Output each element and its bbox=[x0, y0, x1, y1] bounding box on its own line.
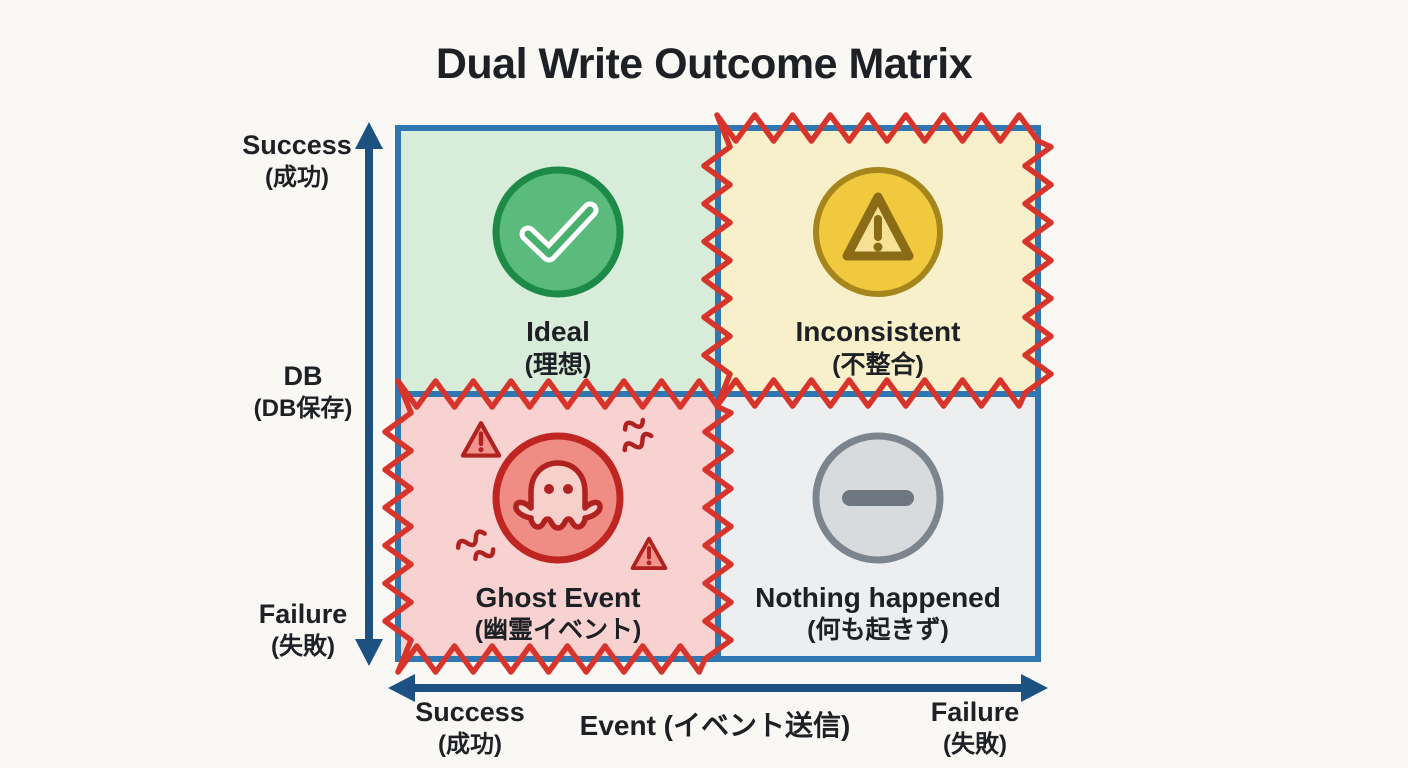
quadrant-inconsistent-label-jp: (不整合) bbox=[832, 350, 924, 379]
outcome-matrix: Ideal (理想) Inconsistent (不整合) bbox=[395, 125, 1041, 662]
small-warning-icon bbox=[630, 536, 668, 570]
x-axis-title: Event (イベント送信) bbox=[579, 710, 851, 741]
quadrant-nothing-happened-label: Nothing happened bbox=[755, 581, 1001, 613]
x-axis-left-label-en: Success bbox=[415, 697, 525, 727]
quadrant-inconsistent: Inconsistent (不整合) bbox=[718, 131, 1035, 394]
diagram-title: Dual Write Outcome Matrix bbox=[435, 40, 973, 88]
y-axis-bottom-label-jp: (失敗) bbox=[271, 632, 335, 660]
y-axis-top-label-jp: (成功) bbox=[265, 163, 329, 191]
warning-circle-icon bbox=[813, 167, 943, 297]
check-circle-icon bbox=[492, 166, 624, 298]
small-warning-icon bbox=[460, 420, 502, 458]
y-axis-title-jp: (DB保存) bbox=[253, 394, 353, 422]
quadrant-ideal-label: Ideal bbox=[526, 316, 590, 347]
x-axis-left-label: Success (成功) bbox=[390, 696, 550, 760]
x-axis-right-label-jp: (失敗) bbox=[943, 730, 1007, 758]
y-axis-title-en: DB bbox=[283, 361, 323, 391]
quadrant-ghost-event: Ghost Event (幽霊イベント) bbox=[401, 393, 718, 656]
x-axis-right-label: Failure (失敗) bbox=[895, 696, 1055, 760]
quadrant-nothing-happened: Nothing happened (何も起きず) bbox=[718, 393, 1035, 656]
minus-circle-icon bbox=[812, 432, 944, 563]
x-axis-left-label-jp: (成功) bbox=[438, 730, 502, 758]
quadrant-ideal: Ideal (理想) bbox=[401, 131, 718, 394]
quadrant-ghost-event-label: Ghost Event bbox=[475, 581, 641, 613]
y-axis-bottom-label-en: Failure bbox=[258, 599, 348, 629]
quadrant-inconsistent-label: Inconsistent bbox=[795, 316, 961, 347]
quadrant-nothing-happened-label-jp: (何も起きず) bbox=[807, 616, 949, 645]
y-axis-top-label-en: Success bbox=[242, 130, 352, 160]
x-axis-right-label-en: Failure bbox=[930, 697, 1020, 727]
y-axis-top-label: Success (成功) bbox=[202, 129, 392, 193]
y-axis-bottom-label: Failure (失敗) bbox=[208, 598, 398, 662]
quadrant-ideal-label-jp: (理想) bbox=[524, 350, 592, 379]
quadrant-ghost-event-label-jp: (幽霊イベント) bbox=[474, 616, 642, 645]
y-axis-title: DB (DB保存) bbox=[208, 360, 398, 424]
